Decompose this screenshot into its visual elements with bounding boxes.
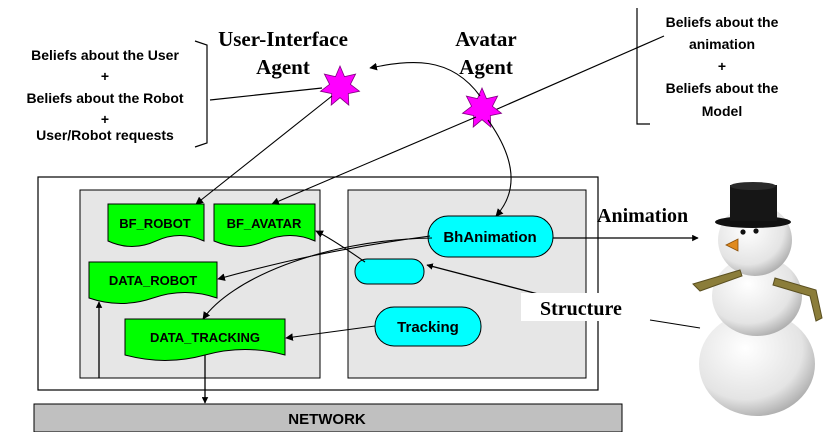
right-belief-animation-1: Beliefs about the: [666, 14, 779, 30]
arrow-structure-to-bf-avatar: [315, 230, 366, 263]
structure-label: Structure: [540, 298, 622, 320]
left-beliefs-bracket: [194, 40, 208, 148]
structure-leader-line: [649, 319, 701, 329]
tracking-label: Tracking: [397, 319, 459, 336]
snowman-left-eye: [740, 229, 746, 235]
snowman-right-arm: [772, 277, 823, 322]
snowman-nose: [725, 238, 739, 252]
snowman-left-arm: [692, 269, 743, 292]
bhanimation-label: BhAnimation: [443, 229, 536, 246]
animation-label: Animation: [597, 205, 688, 227]
bf-robot-label: BF_ROBOT: [119, 216, 191, 231]
right-belief-model-1: Beliefs about the: [666, 80, 779, 96]
snowman-base: [699, 312, 815, 416]
left-beliefs-note: Beliefs about the User + Beliefs about t…: [26, 40, 208, 148]
avatar-agent-title-line1: Avatar: [455, 27, 516, 51]
avatar-agent-title-line2: Agent: [459, 55, 513, 79]
flow-arrows: [95, 62, 701, 404]
tracking-process[interactable]: Tracking: [374, 306, 482, 347]
bf-robot-doc[interactable]: BF_ROBOT: [107, 203, 205, 247]
data-robot-doc[interactable]: DATA_ROBOT: [88, 261, 218, 304]
avatar-agent-star[interactable]: [461, 86, 503, 128]
arrow-avatar-to-ui: [369, 62, 481, 97]
snowman-right-eye: [753, 228, 759, 234]
network-bar: [33, 403, 623, 432]
structure-label-bg: [521, 293, 648, 321]
bf-avatar-label: BF_AVATAR: [227, 216, 302, 231]
right-beliefs-note: Beliefs about the animation + Beliefs ab…: [636, 8, 779, 125]
left-belief-user: Beliefs about the User: [31, 47, 179, 63]
left-belief-robot: Beliefs about the Robot: [26, 90, 183, 106]
ui-agent-star[interactable]: [319, 64, 361, 106]
left-belief-plus-2: +: [101, 111, 109, 127]
ui-agent-title-line2: Agent: [256, 55, 310, 79]
bf-avatar-doc[interactable]: BF_AVATAR: [213, 203, 316, 247]
ui-agent-belief-link: [209, 87, 323, 101]
structure-process[interactable]: [354, 258, 425, 285]
arrow-ui-to-bf-robot: [195, 95, 333, 205]
arrow-tracking-to-data-tracking: [285, 325, 376, 341]
right-belief-plus: +: [718, 58, 726, 74]
arrow-avatar-to-bhanimation: [487, 119, 512, 217]
arrow-bhanimation-to-data-tracking: [202, 237, 433, 320]
network-label: NETWORK: [288, 411, 366, 428]
snowman-hat-crown: [730, 185, 777, 221]
ui-agent-title-line1: User-Interface: [218, 27, 348, 51]
data-tracking-label: DATA_TRACKING: [150, 330, 260, 345]
arrow-avatar-to-bf-avatar: [271, 116, 477, 205]
bhanimation-process[interactable]: BhAnimation: [427, 215, 554, 258]
right-beliefs-bracket: [636, 8, 650, 125]
snowman-avatar: [692, 182, 823, 416]
data-tracking-doc[interactable]: DATA_TRACKING: [124, 318, 286, 361]
data-robot-label: DATA_ROBOT: [109, 273, 197, 288]
left-belief-requests: User/Robot requests: [36, 127, 174, 143]
right-belief-model-2: Model: [702, 103, 742, 119]
snowman-hat-top: [730, 182, 776, 190]
left-belief-plus-1: +: [101, 68, 109, 84]
arrow-structure-label-to-pill: [426, 263, 539, 295]
avatar-agent-belief-link: [494, 35, 665, 111]
right-belief-animation-2: animation: [689, 36, 755, 52]
